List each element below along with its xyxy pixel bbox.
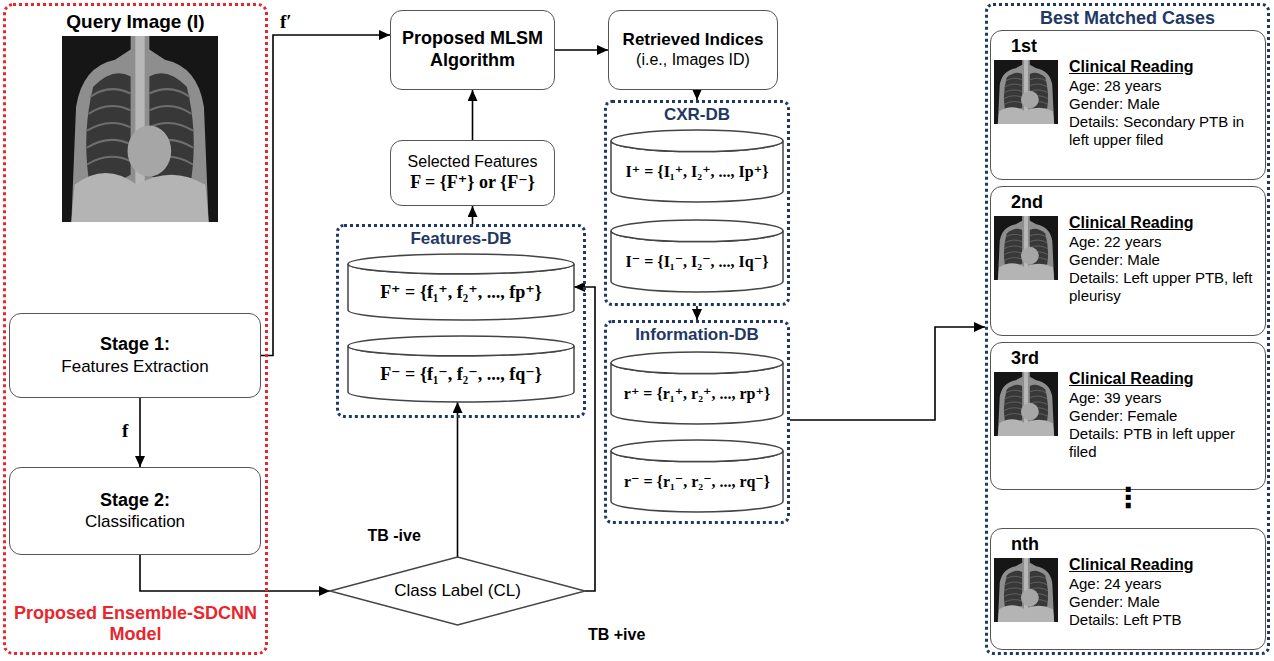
cylinder-top bbox=[611, 130, 783, 152]
cylinder-top bbox=[611, 220, 783, 242]
case-xray-thumbnail bbox=[994, 372, 1058, 436]
query-xray-image bbox=[62, 36, 218, 222]
diamond-outline bbox=[330, 557, 585, 625]
database-group: Information-DB r⁺ = {r₁⁺, r₂⁺, ..., rp⁺} r… bbox=[604, 320, 790, 524]
connector-arrow bbox=[140, 555, 330, 591]
node-text: Clinical Reading bbox=[1069, 555, 1259, 575]
database-cylinder: I⁻ = {I₁⁻, I₂⁻, ..., Iq⁻} bbox=[611, 220, 783, 292]
edge-label: f′ bbox=[278, 11, 294, 33]
database-cylinder: F⁻ = {f₁⁻, f₂⁻, ..., fq⁻} bbox=[348, 336, 574, 402]
process-box: Proposed MLSM Algorithm bbox=[390, 10, 555, 90]
node-text: 1st bbox=[1011, 35, 1259, 57]
node-text: Best Matched Cases bbox=[1040, 8, 1215, 30]
node-text: Age: 28 years bbox=[1069, 77, 1259, 95]
connector-arrow bbox=[790, 327, 985, 420]
database-group: Features-DB F⁺ = {f₁⁺, f₂⁺, ..., fp⁺} F⁻ =… bbox=[336, 224, 586, 418]
connector-arrow bbox=[555, 49, 608, 51]
node-text: Stage 2: bbox=[100, 490, 170, 512]
node-text: I⁺ = {I₁⁺, I₂⁺, ..., Ip⁺} bbox=[626, 162, 769, 181]
process-box: Selected FeaturesF = {F⁺} or {F⁻} bbox=[390, 140, 555, 206]
node-text: Class Label (CL) bbox=[394, 580, 521, 601]
node-text: CXR-DB bbox=[664, 105, 730, 125]
connector-arrow bbox=[139, 398, 141, 467]
database-cylinder: r⁺ = {r₁⁺, r₂⁺, ..., rp⁺} bbox=[611, 352, 783, 424]
node-text: nth bbox=[1011, 533, 1259, 555]
case-card: nthClinical ReadingAge: 24 yearsGender: … bbox=[990, 528, 1266, 650]
edge-label: TB -ive bbox=[366, 527, 423, 545]
ellipsis-label: ⋮ bbox=[1114, 484, 1142, 512]
node-text: Details: Left PTB bbox=[1069, 611, 1259, 629]
edge-label: TB +ive bbox=[586, 626, 647, 644]
node-text: F⁺ = {f₁⁺, f₂⁺, ..., fp⁺} bbox=[380, 282, 542, 304]
node-text: Gender: Male bbox=[1069, 593, 1259, 611]
node-text: Gender: Female bbox=[1069, 407, 1259, 425]
node-text: F = {F⁺} or {F⁻} bbox=[410, 172, 535, 194]
connector-arrow bbox=[457, 402, 459, 557]
decision-diamond: Class Label (CL) bbox=[330, 557, 585, 625]
node-text: Classification bbox=[85, 511, 185, 532]
process-box: Retrieved Indices(i.e., Images ID) bbox=[608, 10, 778, 90]
node-text: 3rd bbox=[1011, 347, 1259, 369]
node-text: Details: Left upper PTB, left pleurisy bbox=[1069, 269, 1259, 305]
node-text: Features Extraction bbox=[61, 356, 208, 377]
cylinder-top bbox=[611, 352, 783, 374]
node-text: Stage 1: bbox=[100, 334, 170, 356]
case-xray-thumbnail bbox=[994, 558, 1058, 622]
node-text: Clinical Reading bbox=[1069, 57, 1259, 77]
node-text: 2nd bbox=[1011, 191, 1259, 213]
connector-arrow bbox=[696, 90, 698, 100]
node-text: Age: 22 years bbox=[1069, 233, 1259, 251]
database-group: Best Matched Cases1stClinical ReadingAge… bbox=[985, 3, 1270, 655]
node-text: Gender: Male bbox=[1069, 95, 1259, 113]
case-card: 3rdClinical ReadingAge: 39 yearsGender: … bbox=[990, 342, 1266, 490]
node-text: Query Image (I) bbox=[66, 11, 204, 33]
edge-label: f bbox=[120, 420, 130, 442]
connector-arrow bbox=[472, 206, 474, 224]
database-group: CXR-DB I⁺ = {I₁⁺, I₂⁺, ..., Ip⁺} I⁻ = {I₁⁻… bbox=[604, 100, 790, 306]
node-text: (i.e., Images ID) bbox=[636, 50, 750, 70]
node-text: I⁻ = {I₁⁻, I₂⁻, ..., Iq⁻} bbox=[626, 252, 769, 271]
cylinder-top bbox=[611, 440, 783, 462]
process-box: Stage 2:Classification bbox=[9, 467, 261, 555]
node-text: Details: Secondary PTB in left upper fil… bbox=[1069, 113, 1259, 149]
node-text: Gender: Male bbox=[1069, 251, 1259, 269]
case-card: 1stClinical ReadingAge: 28 yearsGender: … bbox=[990, 30, 1266, 180]
connector-arrow bbox=[472, 90, 474, 140]
model-group: Query Image (I) Proposed Ensemble-SDCNN M… bbox=[3, 3, 268, 655]
process-box: Stage 1:Features Extraction bbox=[9, 313, 261, 398]
node-text: Age: 39 years bbox=[1069, 389, 1259, 407]
node-text: Proposed MLSM Algorithm bbox=[399, 28, 546, 71]
case-card: 2ndClinical ReadingAge: 22 yearsGender: … bbox=[990, 186, 1266, 336]
database-cylinder: r⁻ = {r₁⁻, r₂⁻, ..., rq⁻} bbox=[611, 440, 783, 512]
node-text: r⁻ = {r₁⁻, r₂⁻, ..., rq⁻} bbox=[624, 472, 770, 491]
node-text: F⁻ = {f₁⁻, f₂⁻, ..., fq⁻} bbox=[380, 364, 542, 386]
database-cylinder: I⁺ = {I₁⁺, I₂⁺, ..., Ip⁺} bbox=[611, 130, 783, 202]
node-text: r⁺ = {r₁⁺, r₂⁺, ..., rp⁺} bbox=[624, 384, 770, 403]
node-text: Clinical Reading bbox=[1069, 369, 1259, 389]
node-text: Clinical Reading bbox=[1069, 213, 1259, 233]
node-text: Features-DB bbox=[410, 229, 511, 249]
node-text: Selected Features bbox=[408, 152, 538, 172]
node-text: Age: 24 years bbox=[1069, 575, 1259, 593]
node-text: Information-DB bbox=[635, 325, 759, 345]
case-xray-thumbnail bbox=[994, 60, 1058, 124]
cylinder-top bbox=[348, 254, 574, 274]
case-xray-thumbnail bbox=[994, 216, 1058, 280]
database-cylinder: F⁺ = {f₁⁺, f₂⁺, ..., fp⁺} bbox=[348, 254, 574, 320]
node-text: Proposed Ensemble-SDCNN Model bbox=[10, 603, 261, 646]
connector-arrow bbox=[696, 306, 698, 320]
node-text: Details: PTB in left upper filed bbox=[1069, 425, 1259, 461]
node-text: Retrieved Indices bbox=[623, 30, 764, 50]
cylinder-top bbox=[348, 336, 574, 356]
